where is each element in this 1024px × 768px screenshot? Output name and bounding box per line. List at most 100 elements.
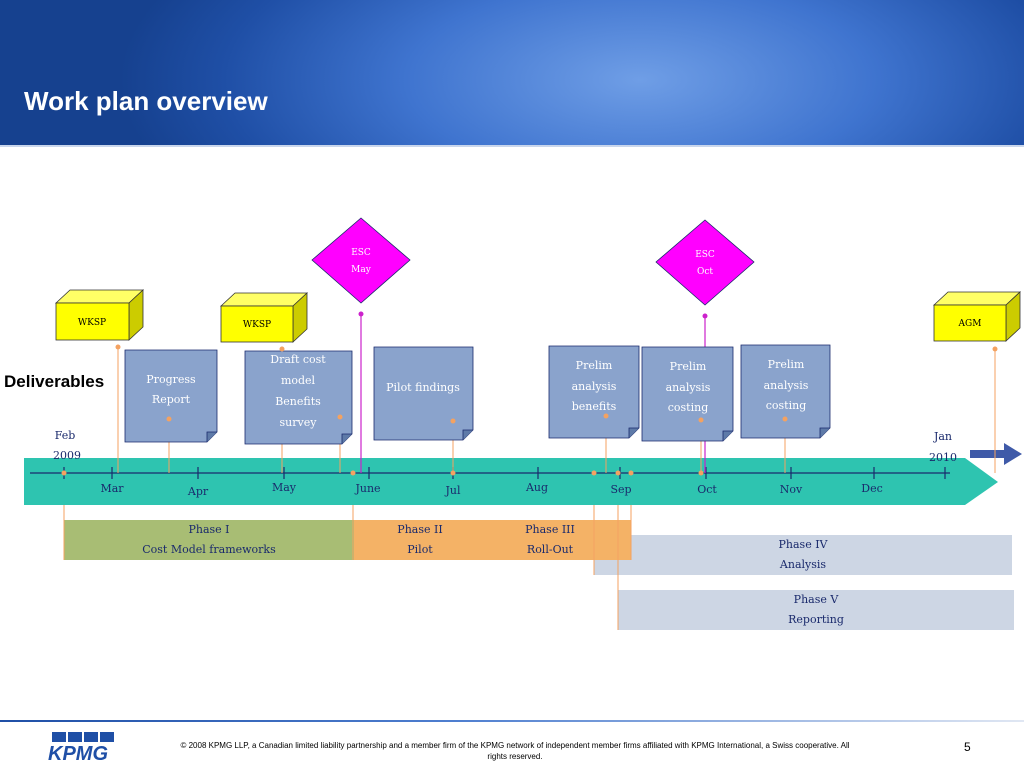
agm-box: AGM: [932, 291, 1022, 342]
page-title: Work plan overview: [24, 86, 268, 116]
timeline-bar: [24, 458, 998, 505]
esc-month: Oct: [697, 267, 713, 277]
copyright-notice: © 2008 KPMG LLP, a Canadian limited liab…: [180, 741, 850, 761]
esc-month: May: [351, 265, 372, 275]
timeline: Mar Apr May June Jul Aug Sep Oct Nov Dec…: [24, 429, 1022, 505]
deliverable-text: Progress: [146, 373, 196, 386]
wksp-label: WKSP: [243, 320, 271, 330]
footer-divider: [0, 720, 1024, 722]
esc-milestones: ESC May ESC Oct: [311, 217, 755, 306]
doc-fold: [628, 427, 639, 438]
start-month: Feb: [55, 429, 76, 442]
deliverable-text: costing: [766, 399, 807, 412]
agm-label: AGM: [958, 319, 982, 329]
esc-dot: [358, 311, 364, 317]
phase-5-bar: [618, 590, 1014, 630]
cube-top: [219, 292, 309, 307]
doc-fold: [819, 427, 830, 438]
phase-bars: Phase I Cost Model frameworks Phase II P…: [64, 520, 1014, 630]
doc-fold: [206, 431, 217, 442]
marker-dot: [279, 346, 285, 352]
esc-dot: [702, 313, 708, 319]
esc-label: ESC: [351, 248, 371, 258]
cube-front: [933, 304, 1007, 342]
phase-1-desc: Cost Model frameworks: [142, 543, 276, 556]
phase-4-bar: [594, 535, 1012, 575]
phase-1-name: Phase I: [188, 523, 229, 536]
marker-dot: [115, 344, 121, 350]
month-label: Nov: [780, 483, 803, 496]
deliverable-text: analysis: [764, 379, 809, 392]
marker-dots: [61, 344, 998, 476]
month-label: Apr: [187, 485, 209, 498]
marker-dot: [350, 470, 356, 476]
deliverable-text: Prelim: [670, 360, 707, 373]
deliverable-docs: Progress Report Draft cost model Benefit…: [124, 344, 831, 445]
header-banner: [0, 0, 1024, 145]
cube-front: [220, 305, 294, 343]
marker-dot: [61, 470, 67, 476]
deliverable-text: Draft cost: [270, 353, 326, 366]
marker-dot: [698, 417, 704, 423]
kpmg-logo-text: KPMG: [48, 743, 108, 762]
page-number: 5: [964, 740, 971, 754]
deliverable-text: Prelim: [768, 358, 805, 371]
kpmg-logo: KPMG: [48, 732, 114, 762]
marker-dot: [615, 470, 621, 476]
phase-3-desc: Roll-Out: [527, 543, 574, 556]
esc-label: ESC: [695, 250, 715, 260]
end-month: Jan: [933, 430, 952, 443]
marker-dot: [698, 470, 704, 476]
deliverable-text: costing: [668, 401, 709, 414]
cube-top: [54, 289, 145, 304]
phase-5-name: Phase V: [794, 593, 840, 606]
month-label: June: [354, 482, 380, 495]
cube-front: [55, 302, 130, 341]
phase-2-3-bar: [354, 520, 631, 560]
marker-dot: [591, 470, 597, 476]
deliverable-text: Benefits: [275, 395, 321, 408]
continue-arrow-icon: [970, 443, 1022, 465]
deliverable-text: analysis: [666, 381, 711, 394]
esc-dots: [358, 311, 708, 319]
cube-top: [932, 291, 1022, 306]
deliverable-text: Pilot findings: [386, 381, 460, 394]
wksp-box: WKSP: [219, 292, 309, 343]
month-label: Jul: [444, 484, 460, 497]
deliverable-text: analysis: [572, 380, 617, 393]
deliverable-text: benefits: [572, 400, 617, 413]
wksp-label: WKSP: [78, 318, 106, 328]
deliverable-text: Report: [152, 393, 191, 406]
doc-fold: [341, 433, 352, 444]
marker-dot: [337, 414, 343, 420]
deliverables-label: Deliverables: [4, 372, 105, 391]
end-year: 2010: [929, 451, 957, 464]
deliverable-text: Prelim: [576, 359, 613, 372]
month-label: Sep: [610, 483, 631, 496]
phase-1-bar: [64, 520, 354, 560]
wksp-box: WKSP: [54, 289, 145, 341]
marker-dot: [450, 418, 456, 424]
marker-dot: [628, 470, 634, 476]
phase-3-name: Phase III: [525, 523, 575, 536]
deliverable-text: model: [281, 374, 316, 387]
workplan-diagram: Phase I Cost Model frameworks Phase II P…: [24, 217, 1022, 630]
doc-fold: [462, 429, 473, 440]
esc-diamond: [311, 217, 411, 304]
phase-4-name: Phase IV: [779, 538, 829, 551]
marker-dot: [992, 346, 998, 352]
marker-dot: [782, 416, 788, 422]
phase-4-desc: Analysis: [779, 558, 826, 571]
phase-5-desc: Reporting: [788, 613, 844, 626]
workshop-boxes: WKSP WKSP AGM: [54, 289, 1022, 343]
month-label: May: [272, 481, 297, 494]
deliverable-text: survey: [280, 416, 318, 429]
marker-dot: [166, 416, 172, 422]
marker-dot: [603, 413, 609, 419]
month-label: Dec: [861, 482, 883, 495]
month-label: Oct: [697, 483, 717, 496]
doc-fold: [722, 430, 733, 441]
phase-2-name: Phase II: [397, 523, 442, 536]
header-divider: [0, 145, 1024, 147]
month-label: Mar: [100, 482, 124, 495]
